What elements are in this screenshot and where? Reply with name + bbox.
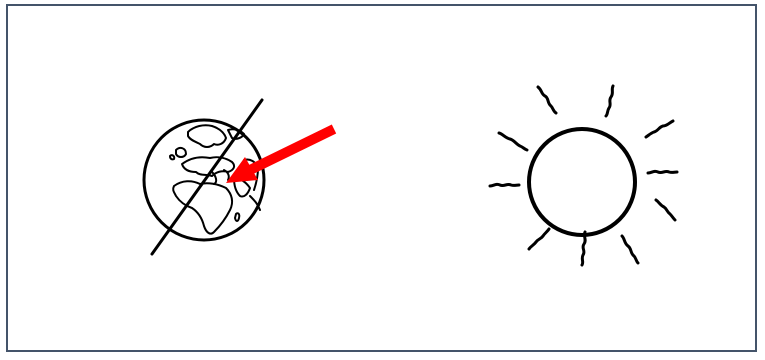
sun-rays <box>488 84 679 267</box>
sun-disk <box>527 127 637 237</box>
sun-icon <box>488 84 679 267</box>
continents-outline <box>169 124 261 235</box>
red-arrow-icon <box>226 124 337 183</box>
earth-axis-line <box>150 98 264 256</box>
